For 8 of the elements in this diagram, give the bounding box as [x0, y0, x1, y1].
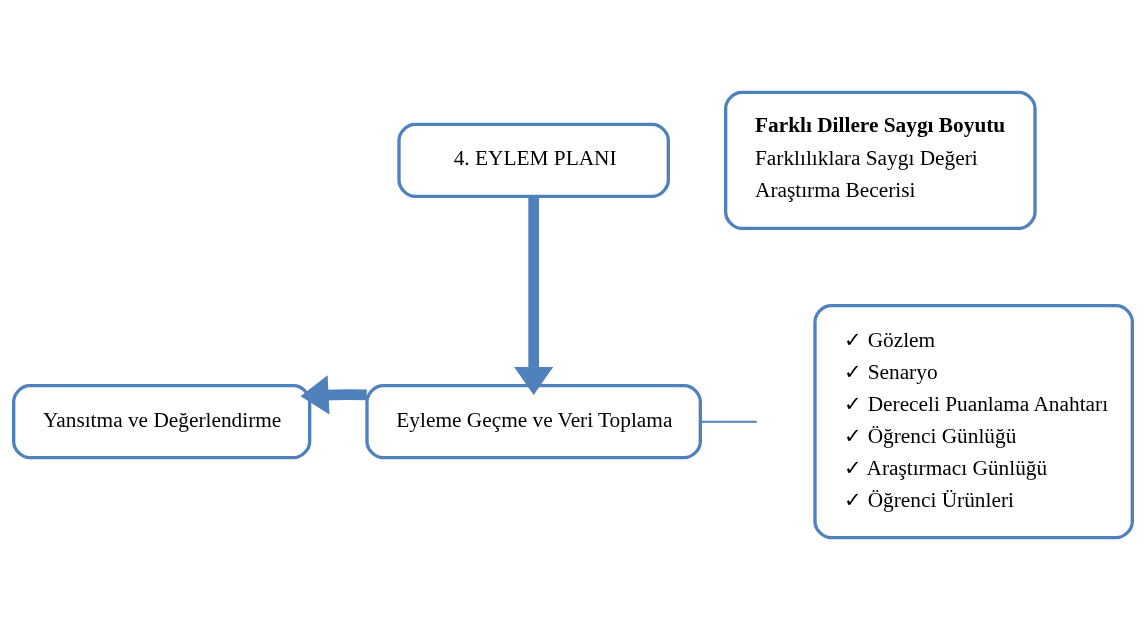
arrow: [300, 375, 367, 415]
connector: [699, 420, 758, 423]
node-box: Farklı Dillere Saygı Boyutu Farklılıklara Saygı Değeri Araştırma Becerisi: [724, 90, 1037, 230]
node-box: 4. EYLEM PLANI: [397, 122, 670, 198]
node-box: Eyleme Geçme ve Veri Toplama: [365, 384, 702, 460]
node-box: ✓ Gözlem ✓ Senaryo ✓ Dereceli Puanlama Anahtarı ✓ Öğrenci Günlüğü ✓ Araştırmacı Günlüğü ✓ Öğrenci Ürünleri: [813, 304, 1134, 540]
arrow: [514, 196, 554, 395]
node-box: Yansıtma ve Değerlendirme: [12, 384, 312, 460]
